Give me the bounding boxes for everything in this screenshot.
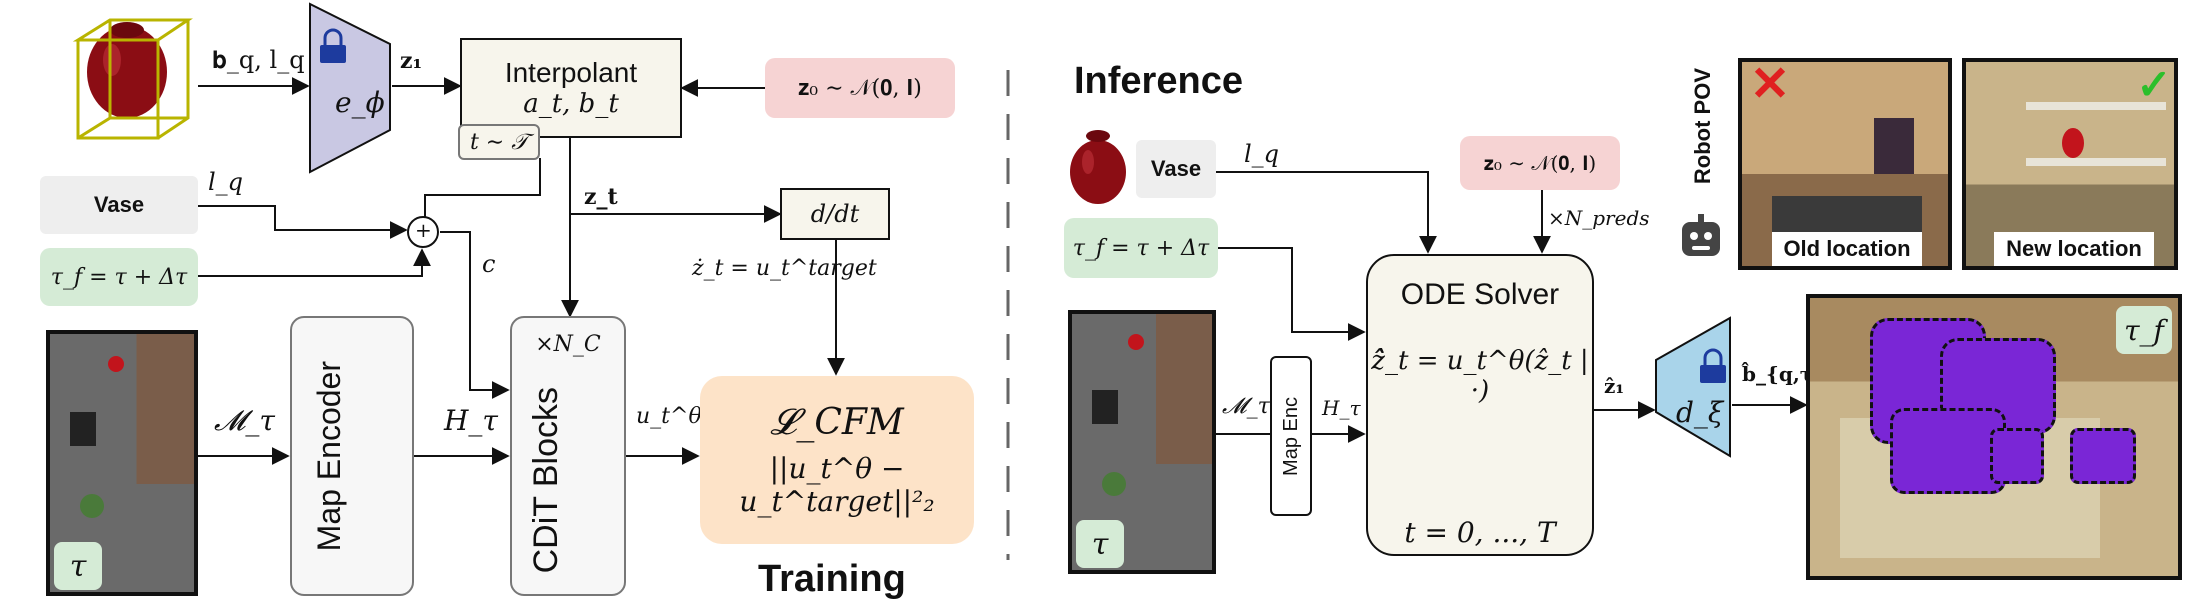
lock-icon (1700, 348, 1726, 383)
decoder-shape (1655, 316, 1731, 458)
arrow-tauf-to-ode (1218, 247, 1366, 341)
new-location-view: ✓ New location (1962, 58, 2178, 270)
line-time-to-sum (424, 158, 541, 218)
map-plant (80, 494, 104, 518)
lq-label: l_q (208, 168, 244, 196)
decoder-label: d_ξ (1676, 396, 1724, 429)
painting (1874, 118, 1914, 174)
map-enc-box: Map Enc (1270, 356, 1312, 516)
inference-map-top-view: τ (1068, 310, 1216, 574)
arrow-sum-to-cdit (440, 231, 510, 399)
lock-icon (320, 28, 346, 63)
map-label: 𝓜_τ (214, 404, 275, 437)
training-title: Training (758, 558, 906, 600)
table (1772, 196, 1922, 236)
inference-map-red-object (1128, 334, 1144, 350)
cdit-label: CDiT Blocks (527, 387, 565, 574)
z1-hat-label: ẑ₁ (1604, 374, 1625, 398)
vase-bbox-icon (72, 18, 193, 140)
shelf-mid (2026, 158, 2166, 166)
inference-vase-box: Vase (1136, 140, 1216, 198)
inference-h-label: H_τ (1322, 396, 1361, 420)
map-top-view: τ (46, 330, 198, 596)
vase-text-box: Vase (40, 176, 198, 234)
old-location-view: ✕ Old location (1738, 58, 1952, 270)
tau-f-badge: τ_f (2116, 306, 2172, 354)
check-icon: ✓ (2136, 60, 2172, 108)
zdot-label: ż_t = u_t^target (692, 256, 877, 281)
loss-box: 𝓛_CFM ||u_t^θ − u_t^target||²₂ (700, 376, 974, 544)
predicted-locations-view: τ_f (1806, 294, 2182, 580)
arrow-tauf-to-sum (198, 248, 431, 277)
ode-range: t = 0, ..., T (1404, 516, 1556, 549)
npreds-label: ×N_preds (1548, 206, 1650, 230)
old-location-label: Old location (1772, 232, 1922, 266)
cdit-box: ×N_C CDiT Blocks (510, 316, 626, 596)
ddt-box: d/dt (780, 188, 890, 240)
tau-badge: τ (54, 542, 102, 590)
u-theta-label: u_t^θ (636, 404, 702, 429)
arrow-vase-to-sum (198, 205, 408, 239)
inference-map-plant (1102, 472, 1126, 496)
map-encoder-box: Map Encoder (290, 316, 414, 596)
ode-title: ODE Solver (1400, 278, 1560, 311)
purple-blob (2070, 428, 2136, 484)
inference-tau-badge: τ (1076, 520, 1124, 568)
robot-icon (1682, 214, 1720, 256)
inference-tau-f-box: τ_f = τ + Δτ (1064, 218, 1218, 278)
ode-equation: ẑ̂_t = u_t^θ(ẑ_t | ·) (1371, 346, 1589, 406)
arrow-vase-to-ode (1216, 171, 1437, 254)
interpolant-title: Interpolant (504, 57, 638, 88)
c-label: c (482, 250, 496, 278)
cross-icon: ✕ (1749, 58, 1791, 111)
tau-f-box: τ_f = τ + Δτ (40, 248, 198, 306)
inference-z0-box: 𝐳₀ ∼ 𝒩(𝟎, 𝐈) (1460, 136, 1620, 190)
zt-label: 𝐳_t (584, 184, 618, 210)
encoder-label: e_ϕ (335, 86, 385, 119)
map-enc-label: Map Enc (1279, 396, 1302, 476)
ode-solver-box: ODE Solver ẑ̂_t = u_t^θ(ẑ_t | ·) t = 0, … (1366, 254, 1594, 556)
inference-title: Inference (1074, 60, 1243, 102)
sum-plus: + (415, 218, 432, 242)
inference-map-dark-object (1092, 390, 1118, 424)
vase-icon (1070, 130, 1126, 204)
z0-box: 𝐳₀ ∼ 𝒩(𝟎, 𝐈) (765, 58, 955, 118)
map-encoder-label: Map Encoder (311, 360, 347, 552)
interpolant-box: Interpolant a_t, b_t (460, 38, 682, 138)
loss-title: 𝓛_CFM (770, 402, 904, 443)
condition-label: 𝐛_q, l_q (212, 46, 305, 74)
time-sample-box: t ∼ 𝒯 (458, 124, 540, 160)
new-location-label: New location (1994, 232, 2154, 266)
shelf-top (2026, 102, 2166, 110)
map-red-object (108, 356, 124, 372)
inference-map-label: 𝓜_τ (1222, 394, 1270, 419)
map-dark-object (70, 412, 96, 446)
interpolant-sub: a_t, b_t (523, 89, 619, 119)
nc-label: ×N_C (535, 332, 601, 357)
purple-blob (1990, 428, 2044, 484)
sum-node (407, 216, 439, 248)
h-label: H_τ (444, 404, 498, 437)
loss-expression: ||u_t^θ − u_t^target||²₂ (739, 452, 935, 518)
purple-blob (1890, 408, 2006, 494)
z1-label: 𝐳₁ (400, 48, 423, 74)
red-vase (2062, 128, 2084, 158)
inference-lq-label: l_q (1244, 140, 1280, 168)
robot-pov-label: Robot POV (1690, 68, 1715, 185)
